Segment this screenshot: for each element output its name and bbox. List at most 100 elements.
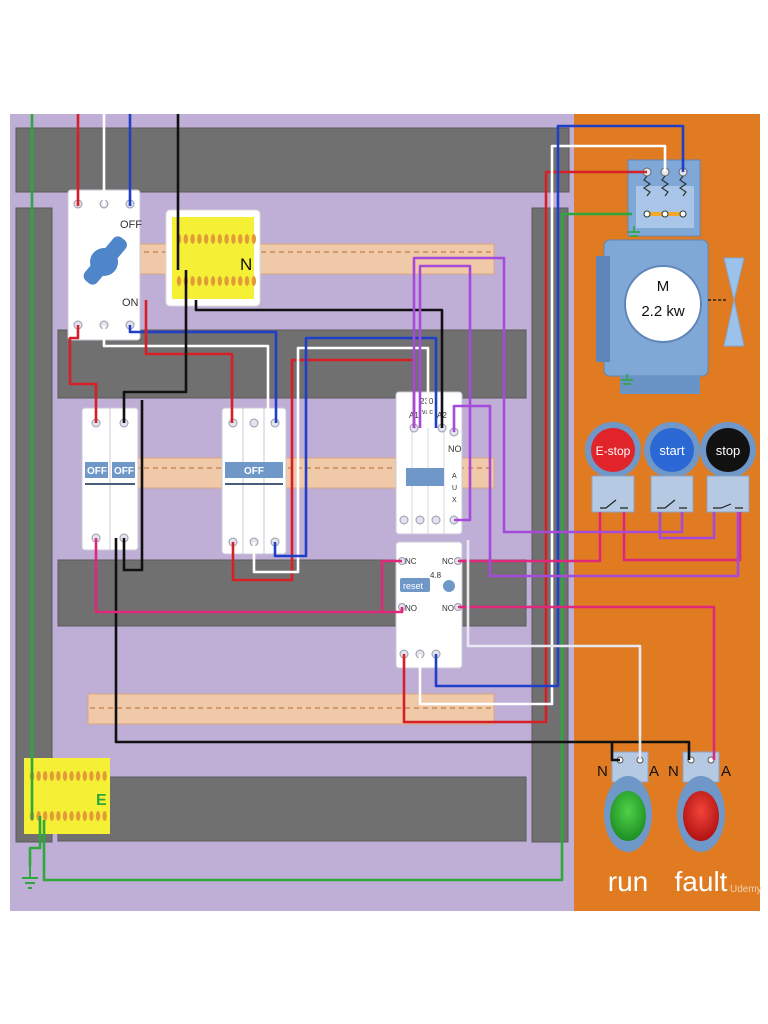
neutral-screw <box>244 234 250 244</box>
wire-black-neutral <box>122 270 188 423</box>
isolator-on-label: ON <box>122 297 139 309</box>
earth-screw <box>102 771 107 781</box>
wires <box>28 114 742 882</box>
overload-no-right: NO <box>442 604 454 613</box>
earth-screw <box>89 811 94 821</box>
motor: M 2.2 kw <box>596 239 745 394</box>
earth-symbol-terminal-box <box>628 226 640 237</box>
overload-no-left: NO <box>405 604 417 613</box>
wire-white-mcb2-out <box>252 346 430 574</box>
wire-purple-aux <box>418 264 472 522</box>
earth-screw <box>69 771 74 781</box>
earth-screw <box>62 771 68 781</box>
neutral-screw <box>224 276 229 286</box>
contactor-aux-u: U <box>452 485 457 492</box>
earth-screw <box>62 811 68 821</box>
earth-screw <box>43 811 48 821</box>
earth-screw <box>95 811 101 821</box>
wire-pink-ol-fault <box>458 605 716 760</box>
neutral-screw <box>197 234 202 244</box>
wire-black-to-contactor <box>194 300 444 428</box>
earth-symbol-panel <box>22 866 38 889</box>
mcb1-off-label-2: OFF <box>114 466 134 477</box>
neutral-screw <box>231 234 236 244</box>
neutral-screw <box>217 276 222 286</box>
stop-button[interactable]: stop <box>700 422 756 513</box>
wire-pink-ol-estop <box>458 512 602 563</box>
wire-white-ol-motor <box>418 144 667 706</box>
earth-screw <box>56 771 61 781</box>
fault-n-label: N <box>668 763 679 780</box>
neutral-screw <box>224 234 229 244</box>
earth-block: E <box>24 758 110 834</box>
earth-screw <box>89 771 94 781</box>
start-button[interactable]: start <box>644 422 700 513</box>
neutral-screw <box>251 234 256 244</box>
wire-earth-return <box>42 212 632 882</box>
earth-label: E <box>96 792 107 809</box>
neutral-screw <box>190 234 195 244</box>
breaker-mcb2[interactable]: OFF <box>221 407 287 555</box>
overload-setting: 4.8 <box>430 571 442 580</box>
neutral-screw <box>190 276 195 286</box>
overload-nc-right: NC <box>442 557 454 566</box>
earth-screw <box>43 771 48 781</box>
neutral-label: N <box>240 255 252 274</box>
breaker-mcb1[interactable]: OFF OFF <box>81 407 139 551</box>
neutral-screw <box>183 234 188 244</box>
neutral-screw <box>238 276 243 286</box>
reset-button[interactable] <box>400 578 430 592</box>
fault-label: fault <box>675 866 728 897</box>
neutral-screw <box>251 276 256 286</box>
neutral-screw <box>197 276 202 286</box>
neutral-screw <box>231 276 236 286</box>
run-lamp: N A run <box>597 751 659 897</box>
isolator-off-label: OFF <box>120 219 142 231</box>
motor-m-label: M <box>657 278 670 295</box>
earth-screw <box>56 811 61 821</box>
motor-coupling <box>723 257 745 347</box>
mcb1-off-label: OFF <box>87 466 107 477</box>
fault-lamp: N A fault <box>668 751 731 897</box>
earth-screw <box>95 771 101 781</box>
watermark: Udemy <box>730 884 762 895</box>
mcb2-off-label: OFF <box>244 466 264 477</box>
contactor-aux-x: X <box>452 497 457 504</box>
contactor-no-label: NO <box>448 444 462 454</box>
run-label: run <box>608 866 648 897</box>
wire-purple-start <box>658 512 716 540</box>
wire-pink-ol-nc <box>380 559 402 612</box>
wire-pink-estop-stop <box>622 512 742 562</box>
earth-screw <box>82 771 88 781</box>
earth-symbol-motor <box>621 374 633 385</box>
neutral-screw <box>238 234 243 244</box>
overload-nc-left: NC <box>405 557 417 566</box>
wire-earth-stub <box>28 816 42 866</box>
run-n-label: N <box>597 763 608 780</box>
estop-button[interactable]: E-stop <box>585 422 641 513</box>
earth-screw <box>82 811 88 821</box>
neutral-screw <box>204 276 209 286</box>
wire-blue-mcb2-out <box>273 336 438 558</box>
wire-black-mcb1-out <box>122 400 144 572</box>
earth-screw <box>49 771 54 781</box>
overload-dial[interactable] <box>443 580 455 592</box>
neutral-screw <box>217 234 222 244</box>
neutral-screw <box>210 276 216 286</box>
earth-screw <box>102 811 107 821</box>
isolator-switch[interactable]: OFF ON <box>67 189 142 341</box>
neutral-block: N <box>165 209 261 307</box>
wire-blue-ol-motor <box>434 124 685 688</box>
run-a-label: A <box>649 763 659 780</box>
earth-screw <box>76 811 81 821</box>
contactor-aux-a: A <box>452 473 457 480</box>
fault-a-label: A <box>721 763 731 780</box>
earth-screw <box>76 771 81 781</box>
overload-relay[interactable]: NC NO NC NO 4.8 reset <box>395 541 463 669</box>
wire-pink-mcb1-ol <box>94 538 404 614</box>
wire-black-lamp-neutral <box>114 538 691 760</box>
wire-blue-iso-mcb2 <box>128 325 278 423</box>
earth-screw <box>69 811 74 821</box>
earth-screw <box>36 771 41 781</box>
